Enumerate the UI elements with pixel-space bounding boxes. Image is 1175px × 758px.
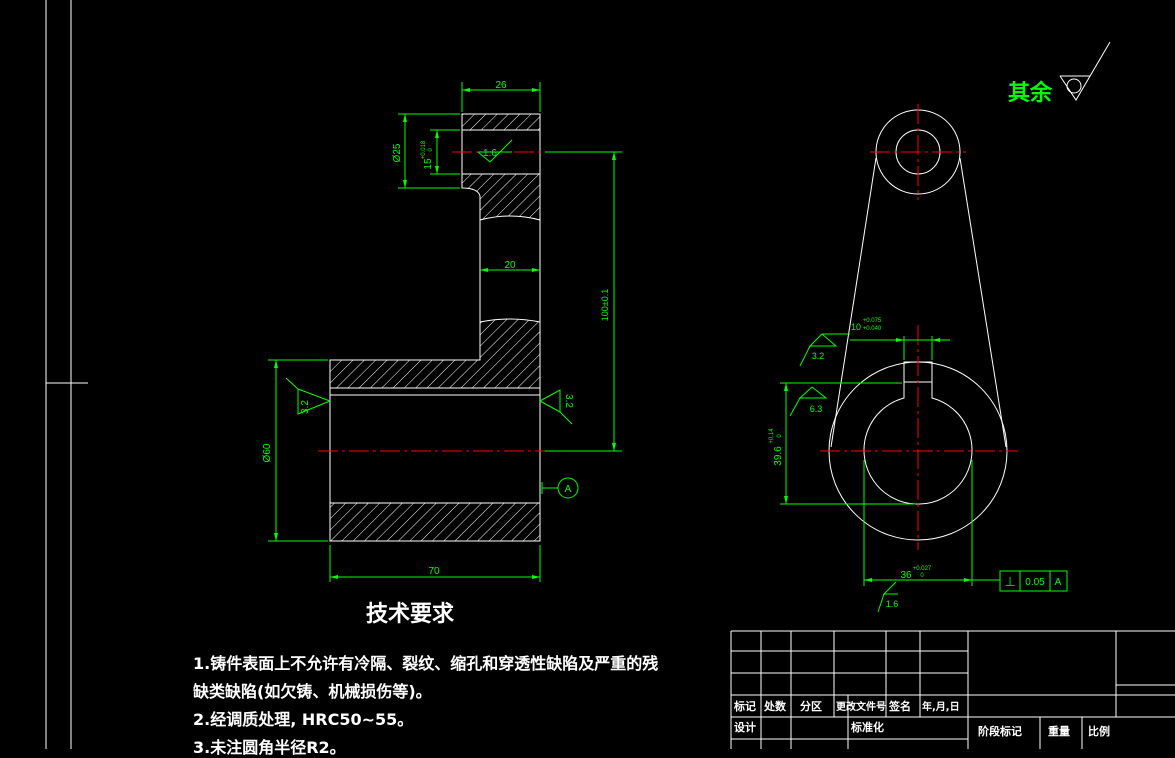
dim-20: 20 xyxy=(504,260,516,271)
tb-qianming: 签名 xyxy=(889,700,911,713)
plan-dim-lines xyxy=(780,333,1068,613)
dim-10: 10 xyxy=(851,322,861,332)
dim-36: 36 xyxy=(900,570,912,581)
rough-63-plan: 6.3 xyxy=(810,404,823,414)
section-dim-lines xyxy=(268,82,622,582)
dim-70: 70 xyxy=(428,566,440,577)
dim-396-tol-up: +0.14 xyxy=(769,428,775,444)
perp-value: 0.05 xyxy=(1025,577,1045,588)
plan-arrowheads xyxy=(784,338,972,582)
surface-note-label: 其余 xyxy=(1008,80,1053,106)
tb-zhongliang: 重量 xyxy=(1048,725,1070,738)
tb-fenqu: 分区 xyxy=(800,700,822,713)
tb-sheji: 设计 xyxy=(734,721,756,734)
datum-a-label: A xyxy=(565,484,572,495)
plan-view: 10 +0.075 +0.040 3.2 6.3 39.6 +0.14 0 36… xyxy=(769,104,1068,613)
tb-bili: 比例 xyxy=(1088,725,1110,738)
tech-req-title: 技术要求 xyxy=(366,602,455,627)
tb-genggai: 更改文件号 xyxy=(836,702,886,713)
rough-32-plan: 3.2 xyxy=(812,351,825,361)
tb-biaozhunhua: 标准化 xyxy=(851,721,884,734)
tb-biaoji: 标记 xyxy=(734,700,756,713)
rough-16-plan: 1.6 xyxy=(886,599,899,609)
section-view: 26 Ø25 15 +0.018 0 1.6 20 100±0.1 3.2 3.… xyxy=(262,80,622,582)
dim-36-tol-low: 0 xyxy=(920,573,924,579)
plan-centerlines xyxy=(820,104,1018,550)
dim-396-tol-low: 0 xyxy=(777,434,783,438)
perp-datum: A xyxy=(1055,577,1062,588)
dim-phi25: Ø25 xyxy=(392,143,403,162)
section-hatching xyxy=(329,113,541,542)
tb-jieduan: 阶段标记 xyxy=(978,725,1022,738)
dim-396: 39.6 xyxy=(773,446,784,466)
surface-note: 其余 xyxy=(1008,41,1111,106)
tech-req-line3: 3.未注圆角半径R2。 xyxy=(193,738,346,757)
dim-26: 26 xyxy=(495,80,507,91)
dim-phi60: Ø60 xyxy=(262,443,273,462)
perp-symbol: ⊥ xyxy=(1004,574,1015,589)
rough-16-section: 1.6 xyxy=(483,148,497,159)
tb-chushu: 处数 xyxy=(764,700,786,713)
tb-riqi: 年,月,日 xyxy=(922,702,960,713)
tech-req-line1: 1.铸件表面上不允许有冷隔、裂纹、缩孔和穿透性缺陷及严重的残 xyxy=(193,654,659,673)
tech-req-line2: 2.经调质处理, HRC50~55。 xyxy=(193,710,414,729)
dim-10-tol-low: +0.040 xyxy=(863,326,882,332)
roughness-default-icon xyxy=(1059,41,1111,101)
rough-32-left: 3.2 xyxy=(300,400,311,414)
dim-100: 100±0.1 xyxy=(600,289,610,321)
dim-15: 15 xyxy=(423,158,434,170)
title-block xyxy=(730,630,1175,749)
sheet-frame xyxy=(45,0,88,749)
rough-32-right: 3.2 xyxy=(563,394,574,408)
dim-15-tol-low: 0 xyxy=(428,148,434,152)
dim-36-tol-up: +0.027 xyxy=(913,566,932,572)
section-arrowheads xyxy=(274,88,616,579)
dim-15-tol-up: +0.018 xyxy=(421,140,427,159)
dim-10-tol-up: +0.075 xyxy=(863,318,882,324)
tech-req-line1b: 缺类缺陷(如欠铸、机械损伤等)。 xyxy=(193,682,432,701)
